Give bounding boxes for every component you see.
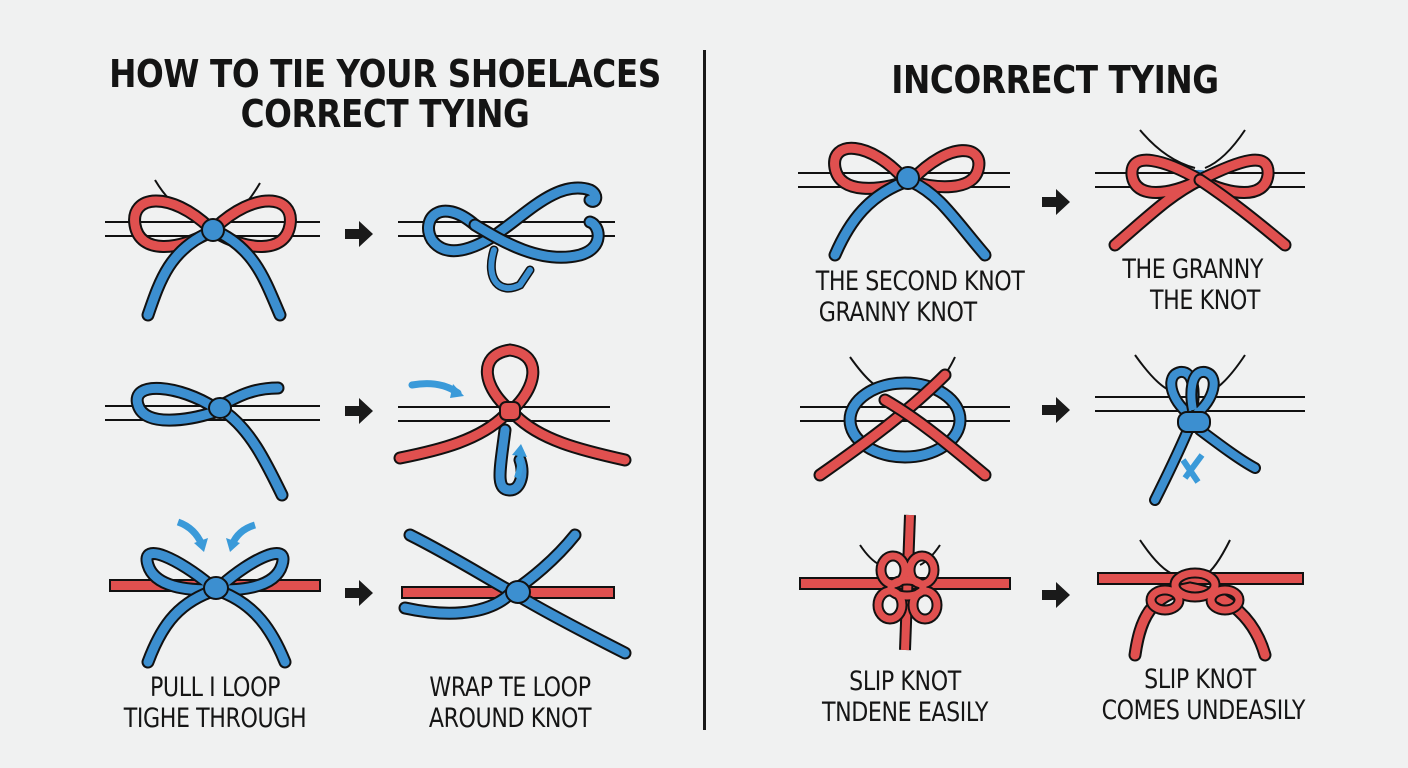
correct-step1-figure-eight-illustration bbox=[398, 181, 615, 293]
correct-step1-bow-illustration bbox=[105, 179, 320, 322]
caption-slip-knot-1: SLIP KNOT TNDENE EASILY bbox=[811, 666, 1000, 728]
incorrect-step3-arched-knot-illustration bbox=[1097, 539, 1304, 662]
caption-line: WRAP TE LOOP bbox=[429, 672, 591, 703]
incorrect-step2-oval-cross-illustration bbox=[800, 356, 1010, 482]
caption-wrap-loop: WRAP TE LOOP AROUND KNOT bbox=[412, 672, 609, 734]
incorrect-step2-double-loop-illustration bbox=[1095, 354, 1305, 506]
caption-second-knot: THE SECOND KNOT GRANNY KNOT bbox=[815, 266, 1025, 328]
center-divider bbox=[703, 50, 706, 730]
caption-line: GRANNY KNOT bbox=[818, 297, 977, 328]
incorrect-step1-red-bow-illustration bbox=[798, 141, 1010, 262]
caption-pull-loop: PULL I LOOP TIGHE THROUGH bbox=[121, 672, 310, 734]
correct-step3-crossed-ends-illustration bbox=[398, 528, 632, 660]
incorrect-step3-flower-knot-illustration bbox=[799, 514, 1011, 651]
caption-line: SLIP KNOT bbox=[1144, 664, 1256, 695]
caption-line: AROUND KNOT bbox=[428, 703, 592, 734]
right-arrow-icon bbox=[345, 221, 373, 247]
title-how-to-tie: HOW TO TIE YOUR SHOELACES bbox=[109, 52, 661, 96]
caption-granny: THE GRANNY THE KNOT bbox=[1111, 254, 1300, 316]
caption-line: SLIP KNOT bbox=[849, 666, 961, 697]
right-arrow-icon bbox=[1042, 582, 1070, 608]
correct-step2-loop-illustration bbox=[105, 381, 320, 502]
caption-line: TNDENE EASILY bbox=[821, 697, 989, 728]
caption-slip-knot-2: SLIP KNOT COMES UNDEASILY bbox=[1101, 664, 1306, 726]
caption-line: PULL I LOOP bbox=[149, 672, 281, 703]
caption-line: COMES UNDEASILY bbox=[1101, 695, 1306, 726]
caption-line: THE SECOND KNOT bbox=[815, 266, 1025, 297]
title-incorrect-tying: INCORRECT TYING bbox=[891, 58, 1219, 102]
subtitle-correct-tying: CORRECT TYING bbox=[240, 92, 530, 136]
correct-step3-blue-bow-illustration bbox=[109, 518, 321, 669]
incorrect-step1-granny-illustration bbox=[1095, 129, 1305, 252]
caption-line: THE GRANNY bbox=[1122, 254, 1263, 285]
right-arrow-icon bbox=[345, 398, 373, 424]
x-mark-icon bbox=[1180, 453, 1205, 484]
correct-step2-red-loop-illustration bbox=[393, 343, 632, 497]
right-arrow-icon bbox=[1042, 397, 1070, 423]
caption-line: TIGHE THROUGH bbox=[123, 703, 307, 734]
right-arrow-icon bbox=[345, 580, 373, 606]
caption-line: THE KNOT bbox=[1150, 285, 1260, 316]
right-arrow-icon bbox=[1042, 189, 1070, 215]
